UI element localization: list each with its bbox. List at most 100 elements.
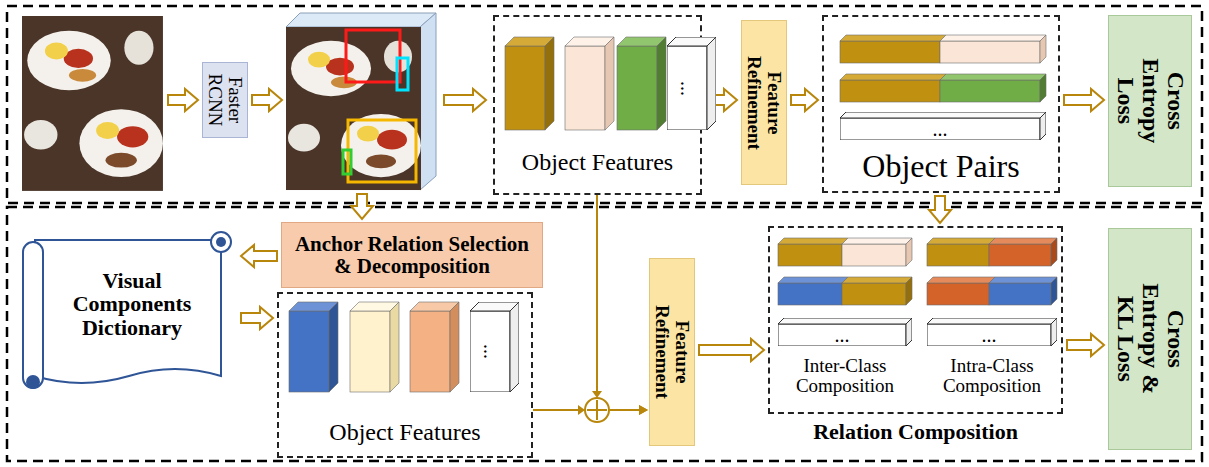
bar-face [778, 244, 842, 266]
cuboid-face [617, 46, 657, 130]
merge-line [597, 195, 640, 410]
label-slot: Intra-Class Composition [927, 356, 1057, 396]
loss-box: Cross Entropy Loss [1108, 15, 1192, 187]
caption-text: Intra-Class Composition [927, 356, 1057, 396]
pair-bar [840, 74, 1046, 102]
cuboid-face [289, 311, 329, 392]
node-text: ... [835, 325, 850, 346]
node-text: ... [933, 119, 948, 140]
bar-face [840, 80, 940, 102]
node-text: ... [982, 325, 997, 346]
bar-face [842, 238, 912, 244]
hollow-arrow [252, 89, 282, 111]
pair-bar: ... [840, 112, 1046, 140]
scroll-curl [211, 232, 231, 252]
feature-cuboid [289, 302, 338, 392]
pair-bar: ... [778, 318, 912, 346]
node-text: Feature Refinement [652, 297, 692, 407]
flow-arrow [533, 405, 648, 415]
bar-face [842, 277, 912, 283]
pair-group: Object Pairs... [822, 15, 1060, 193]
hollow-arrow [241, 245, 277, 267]
hollow-arrow [791, 89, 818, 111]
flow-arrow [699, 339, 764, 361]
cuboid-face [545, 37, 554, 130]
flow-arrow [241, 307, 273, 329]
scroll-curl [26, 375, 40, 389]
bar-face [1051, 318, 1057, 346]
bar-face [842, 283, 906, 305]
bar-face [840, 41, 940, 63]
bar-face [927, 277, 995, 283]
cuboid-face [707, 37, 716, 130]
bar-face [840, 35, 946, 41]
arrow-head [639, 405, 648, 415]
node-text: Object Pairs [824, 150, 1058, 184]
feature-cuboid [350, 302, 399, 392]
bar-face [778, 238, 848, 244]
bar-face [989, 283, 1051, 305]
pair-bar [840, 35, 1046, 63]
feature-cuboid [617, 37, 666, 130]
cuboid-face [510, 302, 519, 392]
bar-face [927, 244, 989, 266]
bar-face [927, 283, 989, 305]
flow-arrow [791, 89, 818, 111]
feature-cuboid: ... [470, 302, 519, 392]
pair-bar: ... [927, 318, 1057, 346]
region-border [7, 6, 1202, 203]
feature-cuboid: ... [667, 37, 716, 130]
cuboid-face [565, 46, 605, 130]
feature-cuboid [410, 302, 459, 392]
hollow-arrow [444, 89, 486, 111]
bar-face [1051, 238, 1057, 266]
cuboid-face [329, 302, 338, 392]
bar-face [906, 318, 912, 346]
bar-face [840, 112, 1046, 118]
input-photo [22, 16, 163, 191]
process-box: Anchor Relation Selection & Decompositio… [281, 222, 543, 288]
refinement-box: Feature Refinement [649, 258, 695, 446]
bar-face [1051, 277, 1057, 305]
photo-edge [286, 13, 436, 27]
feature-cuboid [505, 37, 554, 130]
cuboid-face [470, 311, 510, 392]
arrow-head [578, 405, 585, 415]
cuboid-face [350, 311, 390, 392]
node-text: Cross Entropy Loss [1112, 46, 1188, 156]
node-text: ... [480, 344, 501, 359]
cuboid-face [667, 46, 707, 130]
feature-group: Object Features... [277, 292, 533, 458]
bar-face [927, 238, 995, 244]
detector-box: Faster RCNN [202, 62, 248, 138]
bar-face [940, 35, 1046, 41]
node-text: ... [677, 81, 698, 96]
sum-symbol [596, 400, 598, 420]
detection-box [397, 58, 408, 90]
sum-symbol [585, 398, 609, 422]
bar-face [778, 283, 842, 305]
feature-cuboid [565, 37, 614, 130]
loss-box: Cross Entropy & KL Loss [1108, 228, 1192, 450]
node-text: Object Features [279, 420, 531, 445]
bar-face [842, 244, 906, 266]
scroll-sheet [35, 240, 221, 383]
bar-face [989, 277, 1057, 283]
pair-bar [778, 238, 912, 266]
node-text: Faster RCNN [205, 65, 245, 135]
refinement-box: Feature Refinement [741, 20, 787, 185]
pair-bar [778, 277, 912, 305]
cuboid-face [605, 37, 614, 130]
caption-text: Inter-Class Composition [778, 356, 912, 396]
cuboid-face [390, 302, 399, 392]
flow-arrow [929, 196, 951, 223]
node-text: Relation Composition [770, 420, 1061, 443]
cuboid-face [657, 37, 666, 130]
node-text: Visual Components Dictionary [57, 269, 207, 338]
node-text: Anchor Relation Selection & Decompositio… [286, 233, 538, 277]
bar-face [778, 318, 912, 324]
bar-face [906, 238, 912, 266]
